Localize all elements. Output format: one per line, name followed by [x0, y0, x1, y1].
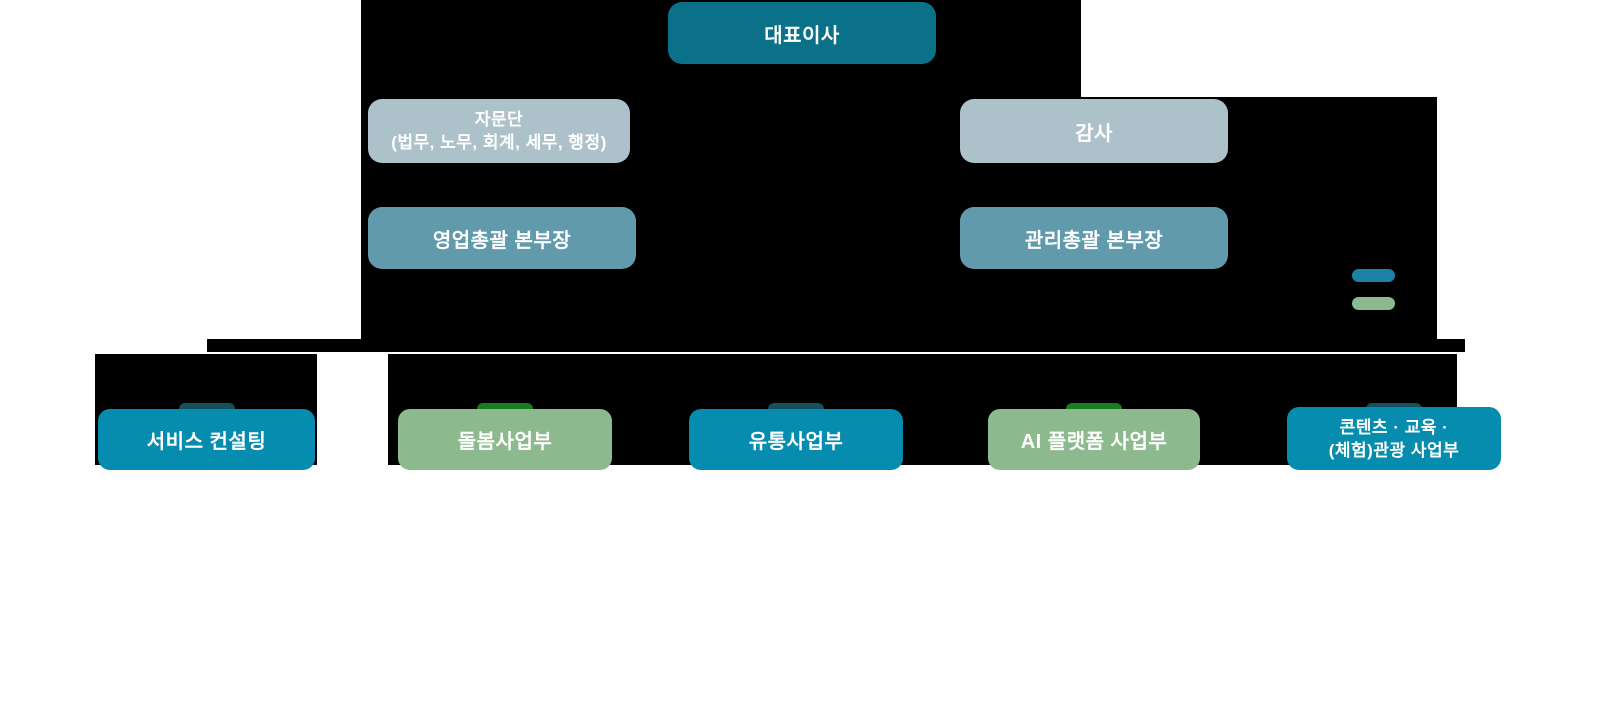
legend-teal-swatch [1352, 269, 1395, 282]
node-advisory-line2: (법무, 노무, 회계, 세무, 행정) [391, 133, 607, 152]
node-division-contents-tourism: 콘텐츠 · 교육 · (체험)관광 사업부 [1287, 407, 1501, 470]
node-division-distribution: 유통사업부 [689, 409, 903, 470]
node-division-care: 돌봄사업부 [398, 409, 612, 470]
node-advisory-line1: 자문단 [474, 110, 524, 129]
node-sales-director: 영업총괄 본부장 [368, 207, 636, 269]
node-management-director: 관리총괄 본부장 [960, 207, 1228, 269]
node-division-contents-line1: 콘텐츠 · 교육 · [1339, 417, 1449, 437]
node-ceo: 대표이사 [668, 2, 936, 64]
node-division-service-consulting: 서비스 컨설팅 [98, 409, 315, 470]
node-division-contents-line2: (체험)관광 사업부 [1328, 440, 1460, 460]
legend-green-swatch [1352, 297, 1395, 310]
connector-bar-horizontal [207, 339, 1465, 352]
node-audit: 감사 [960, 99, 1228, 163]
node-advisory: 자문단 (법무, 노무, 회계, 세무, 행정) [368, 99, 630, 163]
node-division-ai-platform: AI 플랫폼 사업부 [988, 409, 1200, 470]
